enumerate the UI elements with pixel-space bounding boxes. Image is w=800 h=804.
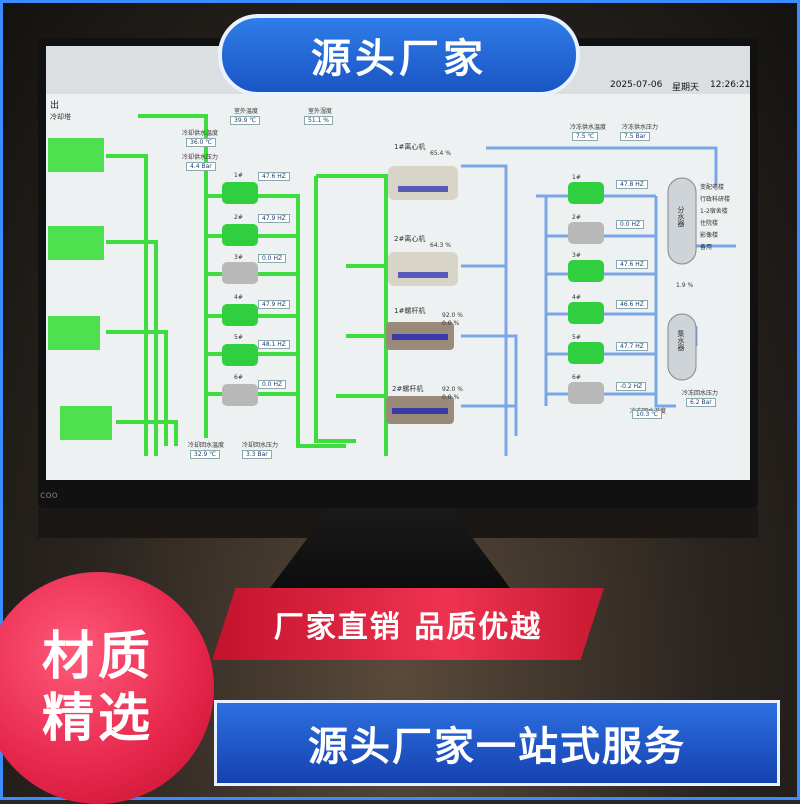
circle-badge-line2: 精选 <box>41 689 154 749</box>
cooling-supply-pressure-value: 4.4 Bar <box>186 162 216 171</box>
cooling-pump-2-name: 2# <box>234 214 243 221</box>
monitor-brand-logo: coo <box>40 490 58 501</box>
top-banner: 源头厂家 <box>218 14 580 96</box>
cooling-tower-3 <box>48 316 100 350</box>
cooling-pump-4-freq: 47.9 HZ <box>258 300 290 309</box>
chilled-pump-1 <box>568 182 604 204</box>
chiller-centrifugal-1 <box>388 166 458 200</box>
chiller-centrifugal-2 <box>388 252 458 286</box>
outdoor-temp-value: 39.9 ℃ <box>230 116 261 125</box>
chiller-3-load2: 0.0 % <box>442 320 460 327</box>
chilled-supply-temp-value: 7.5 ℃ <box>572 132 599 141</box>
water-collector-tank <box>667 313 697 381</box>
screen-title: 出 <box>50 101 60 111</box>
chilled-pump-2-name: 2# <box>572 214 581 221</box>
chilled-pump-3 <box>568 260 604 282</box>
cooling-tower-1 <box>48 138 104 172</box>
cooling-tower-label: 冷却塔 <box>50 113 71 121</box>
bypass-value: 1.9 % <box>676 282 694 289</box>
chiller-1-name: 1#离心机 <box>394 143 426 151</box>
chilled-return-pressure-value: 6.2 Bar <box>686 398 716 407</box>
cooling-pump-5 <box>222 344 258 366</box>
collector-tank-name: 集水器 <box>677 330 685 351</box>
branch-label-2: 行政科研楼 <box>700 196 731 203</box>
cooling-tower-2 <box>48 226 104 260</box>
bottom-service-bar: 源头厂家一站式服务 <box>214 700 780 786</box>
cooling-pump-3 <box>222 262 258 284</box>
cooling-pump-1-name: 1# <box>234 172 243 179</box>
chilled-pump-4-freq: 46.6 HZ <box>616 300 648 309</box>
cooling-return-temp-value: 32.9 ℃ <box>190 450 221 459</box>
chilled-supply-pressure-label: 冷冻供水压力 <box>622 124 659 131</box>
chilled-pump-4 <box>568 302 604 324</box>
chilled-pump-5 <box>568 342 604 364</box>
outdoor-humidity-value: 51.1 % <box>304 116 333 125</box>
cooling-pump-5-name: 5# <box>234 334 243 341</box>
chilled-return-pressure-label: 冷冻回水压力 <box>682 390 719 397</box>
branch-label-4: 住院楼 <box>700 220 719 227</box>
chilled-pump-3-freq: 47.6 HZ <box>616 260 648 269</box>
cooling-pump-6-freq: 0.0 HZ <box>258 380 287 389</box>
chiller-3-load: 92.0 % <box>442 312 463 319</box>
cooling-supply-temp-label: 冷却供水温度 <box>182 130 219 137</box>
outdoor-temp-label: 室外温度 <box>234 108 259 115</box>
cooling-pump-1-freq: 47.6 HZ <box>258 172 290 181</box>
chilled-supply-temp-label: 冷冻供水温度 <box>570 124 607 131</box>
chiller-2-name: 2#离心机 <box>394 235 426 243</box>
cooling-tower-4 <box>60 406 112 440</box>
cooling-pump-2-freq: 47.9 HZ <box>258 214 290 223</box>
chilled-pump-6 <box>568 382 604 404</box>
top-banner-text: 源头厂家 <box>311 36 487 82</box>
branch-label-1: 变配电楼 <box>700 184 725 191</box>
branch-label-5: 影像楼 <box>700 232 719 239</box>
chiller-2-load: 64.3 % <box>430 242 451 249</box>
red-slogan-banner: 厂家直销 品质优越 <box>212 588 604 660</box>
circle-badge: 材质 精选 <box>0 572 214 804</box>
chilled-pump-2-freq: 0.0 HZ <box>616 220 645 229</box>
chiller-4-load: 92.0 % <box>442 386 463 393</box>
outdoor-humidity-label: 室外湿度 <box>308 108 333 115</box>
chilled-pump-3-name: 3# <box>572 252 581 259</box>
bottom-service-text: 源头厂家一站式服务 <box>308 724 686 770</box>
chilled-pump-2 <box>568 222 604 244</box>
branch-label-3: 1-2宿舍楼 <box>700 208 728 215</box>
chilled-pump-5-name: 5# <box>572 334 581 341</box>
cooling-pump-1 <box>222 182 258 204</box>
cooling-pump-6 <box>222 384 258 406</box>
cooling-pump-3-freq: 0.0 HZ <box>258 254 287 263</box>
circle-badge-line1: 材质 <box>41 627 154 687</box>
cooling-pump-3-name: 3# <box>234 254 243 261</box>
chilled-supply-pressure-value: 7.5 Bar <box>620 132 650 141</box>
cooling-pump-4 <box>222 304 258 326</box>
chilled-return-temp-value: 10.3 ℃ <box>632 410 663 419</box>
cooling-supply-pressure-label: 冷却供水压力 <box>182 154 219 161</box>
cooling-supply-temp-value: 36.0 ℃ <box>186 138 217 147</box>
cooling-pump-6-name: 6# <box>234 374 243 381</box>
screen-time: 12:26:21 <box>710 80 750 90</box>
chiller-3-name: 1#螺杆机 <box>394 307 426 315</box>
scada-screen: 出 冷却塔 2025-07-06 星期天 12:26:21 <box>46 46 750 480</box>
branch-label-6: 备用 <box>700 244 713 251</box>
cooling-return-pressure-label: 冷却回水压力 <box>242 442 279 449</box>
screen-date: 2025-07-06 <box>610 80 663 90</box>
pipe-diagram <box>48 114 736 456</box>
cooling-pump-5-freq: 48.1 HZ <box>258 340 290 349</box>
cooling-pump-2 <box>222 224 258 246</box>
chilled-pump-1-name: 1# <box>572 174 581 181</box>
chilled-pump-1-freq: 47.8 HZ <box>616 180 648 189</box>
chiller-4-name: 2#螺杆机 <box>392 385 424 393</box>
screen-weekday: 星期天 <box>672 83 700 93</box>
cooling-return-pressure-value: 3.3 Bar <box>242 450 272 459</box>
cooling-pump-4-name: 4# <box>234 294 243 301</box>
chiller-1-load: 65.4 % <box>430 150 451 157</box>
water-distributor-tank <box>667 177 697 265</box>
red-slogan-text: 厂家直销 品质优越 <box>273 610 543 645</box>
chiller-4-load2: 0.0 % <box>442 394 460 401</box>
chilled-pump-4-name: 4# <box>572 294 581 301</box>
chilled-pump-6-freq: -0.2 HZ <box>616 382 647 391</box>
chilled-pump-6-name: 6# <box>572 374 581 381</box>
chilled-pump-5-freq: 47.7 HZ <box>616 342 648 351</box>
distributor-tank-name: 分水器 <box>677 206 685 227</box>
cooling-return-temp-label: 冷却回水温度 <box>188 442 225 449</box>
